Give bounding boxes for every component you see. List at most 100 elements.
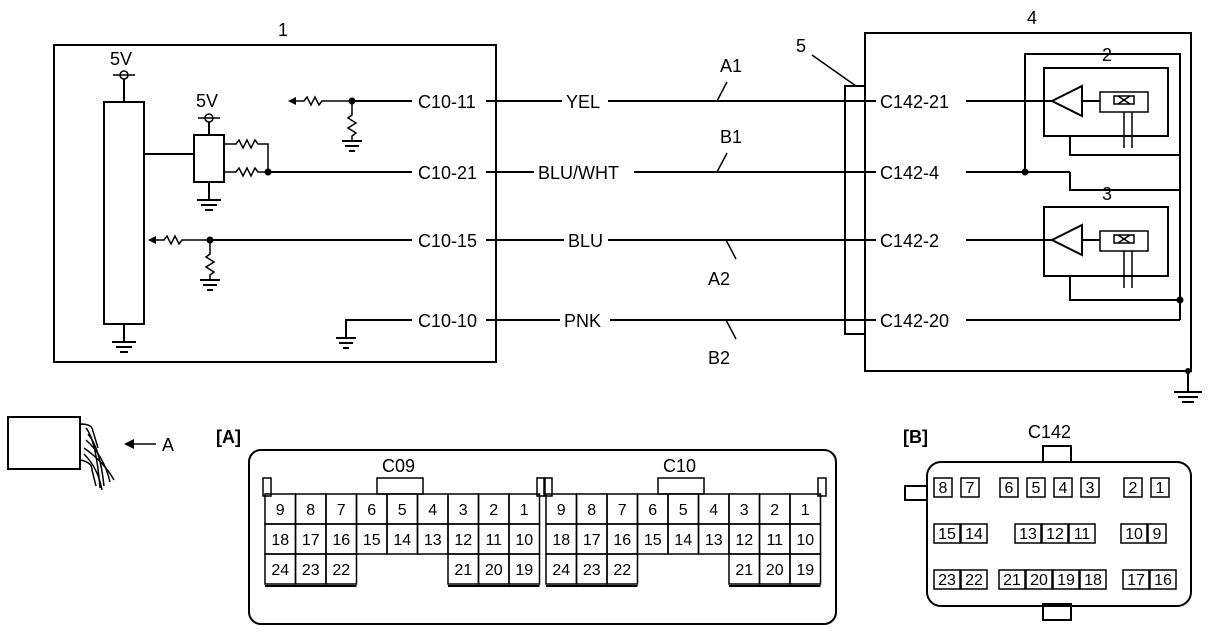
- ground-icon: [200, 279, 220, 291]
- connector-pin-cell: [933, 523, 961, 544]
- connector-pin-number: 2: [489, 502, 498, 519]
- ground-icon: [342, 140, 362, 152]
- connector-pin-number: 21: [1003, 572, 1021, 589]
- connector-pin-number: 19: [1057, 572, 1075, 589]
- wire-color-label: YEL: [566, 92, 600, 112]
- connector-pin-number: 4: [428, 502, 437, 519]
- connector-b-name: C142: [1028, 422, 1071, 442]
- connector-pin-cell: [933, 477, 953, 498]
- main-5v-label: 5V: [110, 49, 132, 69]
- ecm-unit: 1 5V 5V: [53, 20, 497, 363]
- resistor-icon: [224, 138, 269, 172]
- module-pin-label: C142-21: [880, 92, 949, 112]
- connector-pin-cell: [1068, 523, 1096, 544]
- connector-5: [844, 85, 866, 335]
- ecm-ic-block: [103, 101, 145, 325]
- connector-pin-number: 23: [583, 562, 601, 579]
- connector-pin-number: 19: [515, 562, 533, 579]
- connector-pin-number: 4: [1059, 480, 1068, 497]
- connector-pin-cell: [1150, 477, 1170, 498]
- ecm-pin-label: C10-10: [418, 311, 477, 331]
- ecm-pin-label: C10-11: [418, 92, 476, 112]
- connector-block-name: C09: [382, 456, 415, 476]
- connector-pin-cell: [1052, 569, 1080, 590]
- harness-arrow-label: A: [162, 435, 174, 455]
- callout-ecm: 1: [278, 20, 288, 40]
- connector-pin-number: 20: [1030, 572, 1048, 589]
- callout-sensor-upper: 2: [1102, 45, 1112, 65]
- wire-code-label: A2: [708, 269, 730, 289]
- connector-pin-number: 9: [1153, 526, 1162, 543]
- connector-pin-number: 20: [485, 562, 503, 579]
- connector-pin-cell: [1053, 477, 1073, 498]
- connector-pin-number: 7: [966, 480, 975, 497]
- connector-pin-number: 18: [271, 532, 289, 549]
- connector-pin-number: 1: [520, 502, 529, 519]
- connector-pin-number: 10: [515, 532, 533, 549]
- connector-pin-number: 2: [770, 502, 779, 519]
- connector-pin-number: 13: [424, 532, 442, 549]
- connector-pin-cell: [1014, 523, 1042, 544]
- connector-pin-number: 9: [276, 502, 285, 519]
- connector-pin-number: 3: [1086, 480, 1095, 497]
- connector-pin-number: 11: [1074, 526, 1091, 543]
- connector-pin-number: 10: [1125, 526, 1143, 543]
- connector-pin-cell: [1149, 569, 1177, 590]
- connector-pin-number: 17: [302, 532, 320, 549]
- wire-harness: C10-11 YEL A1 C142-21 C10-21 BLU/WHT B1 …: [418, 56, 949, 368]
- connector-pin-number: 17: [583, 532, 601, 549]
- connector-pin-number: 8: [939, 480, 948, 497]
- connector-pin-number: 21: [454, 562, 472, 579]
- connector-pin-cell: [1147, 523, 1167, 544]
- ecm-pin-label: C10-15: [418, 231, 477, 251]
- callout-connector: 5: [796, 36, 806, 56]
- connector-pin-cell: [1123, 477, 1143, 498]
- connector-pin-number: 11: [766, 532, 783, 549]
- connector-pin-number: 22: [965, 572, 983, 589]
- connector-pin-number: 8: [587, 502, 596, 519]
- wire-code-label: B1: [720, 127, 742, 147]
- connector-pin-cell: [1080, 477, 1100, 498]
- wire-color-label: BLU/WHT: [538, 163, 619, 183]
- resistor-icon: [148, 234, 210, 246]
- connector-pin-number: 5: [1032, 480, 1041, 497]
- connector-pin-number: 7: [618, 502, 627, 519]
- connector-pin-number: 5: [398, 502, 407, 519]
- connector-pin-cell: [998, 569, 1026, 590]
- connector-pin-number: 6: [648, 502, 657, 519]
- module-unit: 4 5 2: [796, 8, 1202, 403]
- sensor-2: 2: [1043, 45, 1169, 148]
- wire-code-label: B2: [708, 348, 730, 368]
- connector-pin-cell: [606, 553, 639, 585]
- module-pin-label: C142-2: [880, 231, 939, 251]
- connector-pin-cell: [325, 553, 358, 585]
- connector-pin-cell: [1120, 523, 1148, 544]
- connector-pin-number: 18: [552, 532, 570, 549]
- connector-pin-cell: [789, 553, 822, 585]
- connector-a-tag: [A]: [216, 427, 241, 447]
- connector-pin-number: 13: [705, 532, 723, 549]
- module-pin-label: C142-20: [880, 311, 949, 331]
- ground-icon: [112, 341, 136, 353]
- connector-b-housing: [926, 461, 1192, 607]
- wire-color-label: BLU: [568, 231, 603, 251]
- connector-pin-number: 24: [271, 562, 289, 579]
- resistor-icon: [224, 166, 268, 178]
- connector-pin-number: 12: [735, 532, 753, 549]
- resistor-icon: [288, 95, 352, 107]
- connector-pin-number: 11: [485, 532, 502, 549]
- connector-pin-cell: [1026, 477, 1046, 498]
- connector-pin-number: 22: [332, 562, 350, 579]
- connector-pin-cell: [960, 569, 988, 590]
- connector-pin-number: 2: [1129, 480, 1138, 497]
- connector-pin-cell: [933, 569, 961, 590]
- connector-pin-number: 13: [1019, 526, 1037, 543]
- connector-pin-number: 15: [363, 532, 381, 549]
- connector-block-name: C10: [663, 456, 696, 476]
- connector-pin-number: 22: [613, 562, 631, 579]
- connector-pin-cell: [960, 477, 980, 498]
